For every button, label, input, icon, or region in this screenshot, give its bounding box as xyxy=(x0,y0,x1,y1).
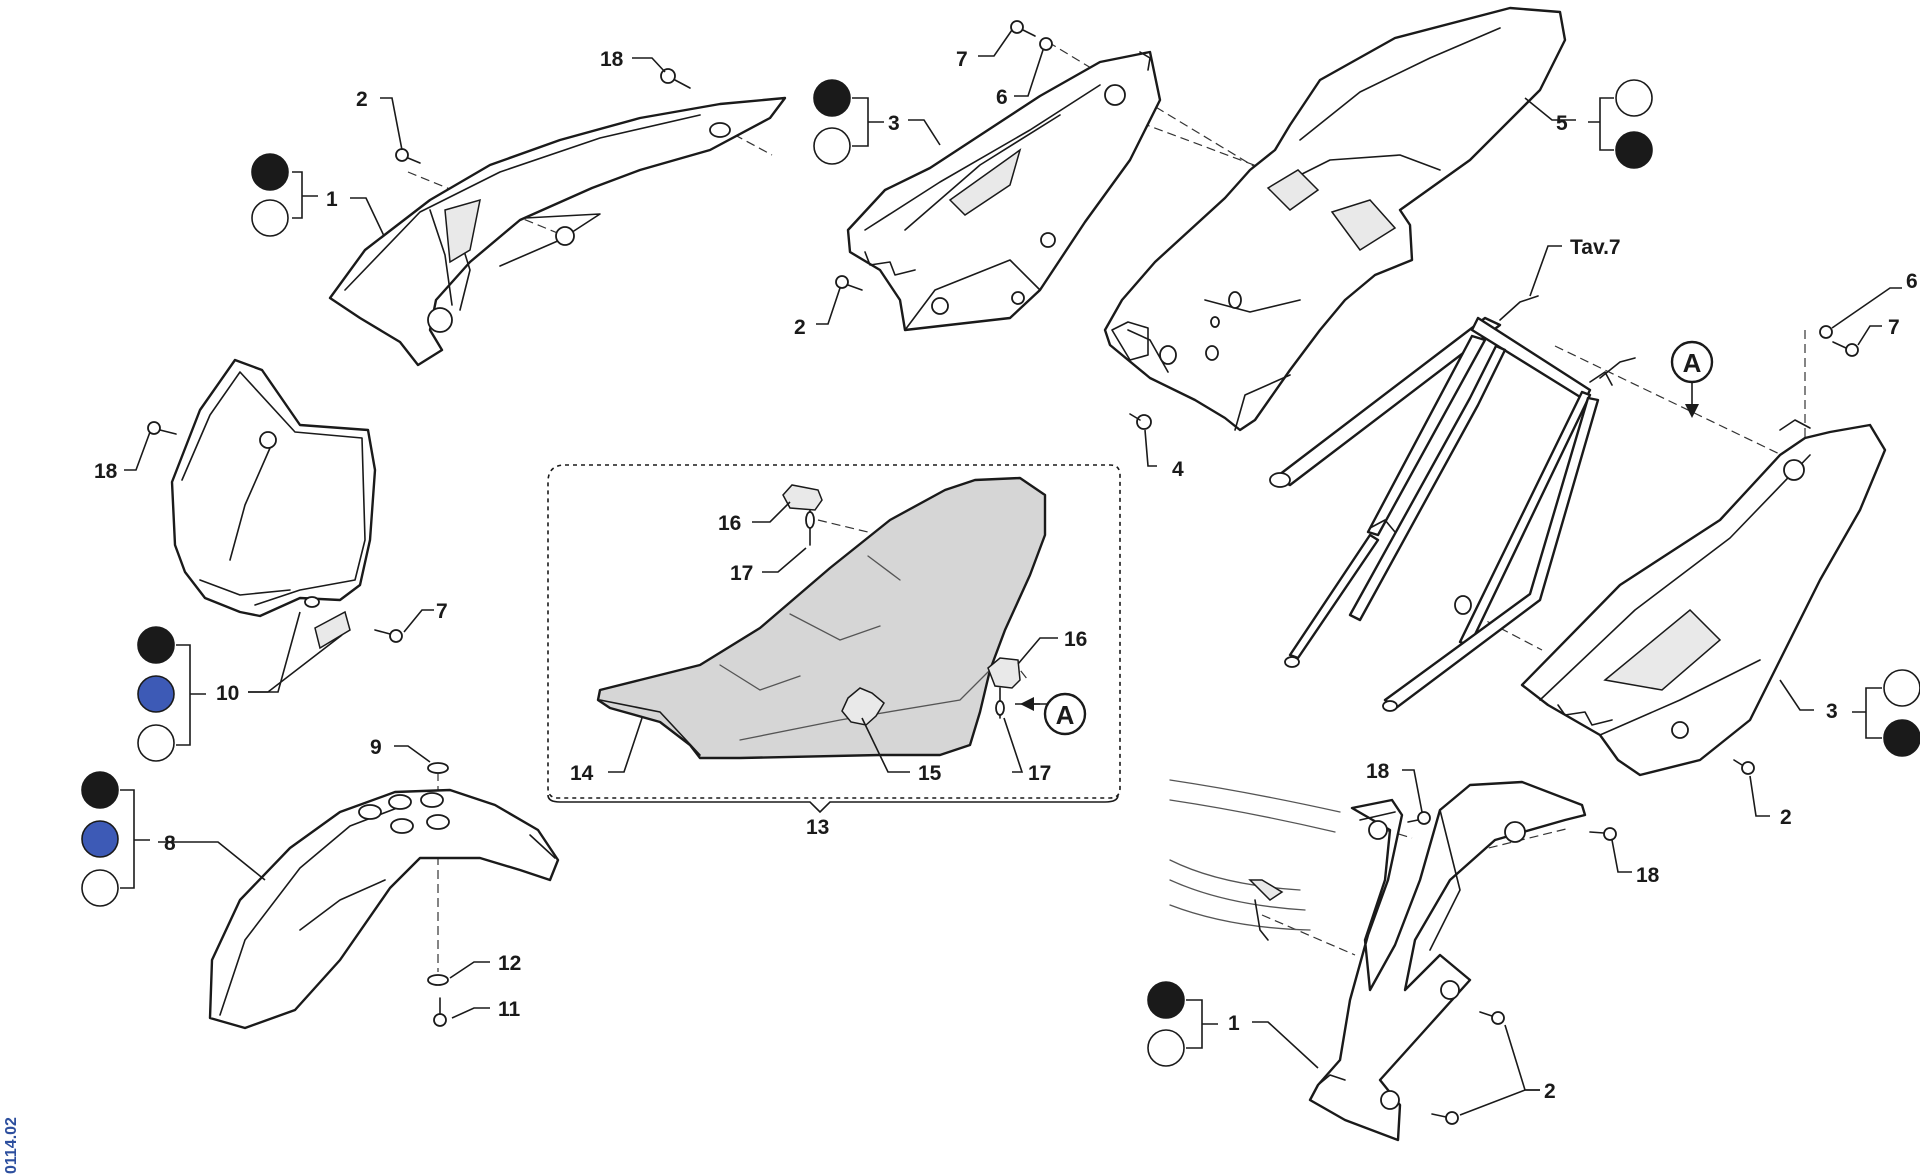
bolt-18-bottom-left xyxy=(1407,811,1431,825)
front-number-plate xyxy=(170,358,377,650)
bolt-7-plate xyxy=(374,629,403,643)
callout-label: 17 xyxy=(1028,762,1051,785)
leader-lines xyxy=(124,29,1902,1116)
callout-label: 6 xyxy=(1906,270,1918,293)
color-options-part8 xyxy=(81,771,150,907)
callout-label: 6 xyxy=(996,86,1008,109)
callout-label: 18 xyxy=(94,460,118,483)
color-swatch xyxy=(137,724,175,762)
callout-label: 3 xyxy=(888,112,900,135)
side-panel-upper-center xyxy=(846,50,1162,332)
fasteners xyxy=(147,20,1859,1125)
callout-label: 7 xyxy=(1888,316,1900,339)
color-swatch xyxy=(251,153,289,191)
side-panel-right xyxy=(1520,419,1887,777)
reference-marker-a-right: A xyxy=(1670,340,1714,384)
callout-label: 7 xyxy=(956,48,968,71)
callout-label: 13 xyxy=(806,816,829,839)
color-swatch xyxy=(137,675,175,713)
callout-label: 12 xyxy=(498,952,521,975)
nut-6-right xyxy=(1819,325,1833,339)
reference-letter: A xyxy=(1683,348,1702,378)
color-swatch xyxy=(1147,981,1185,1019)
color-swatch xyxy=(137,626,175,664)
callout-label: 11 xyxy=(498,998,521,1021)
drawing-code: 0114.02 xyxy=(3,1117,20,1174)
bolt-7-right xyxy=(1832,341,1859,357)
callout-label: Tav.7 xyxy=(1570,236,1621,259)
bolt-7-top xyxy=(1010,20,1036,37)
color-swatch xyxy=(1615,79,1653,117)
callout-label: 3 xyxy=(1826,700,1838,723)
callout-label: 2 xyxy=(794,316,806,339)
color-swatch xyxy=(1615,131,1653,169)
color-swatch xyxy=(813,127,851,165)
callout-label: 7 xyxy=(436,600,448,623)
callout-label: 2 xyxy=(356,88,368,111)
bolt-18-bottom-right xyxy=(1589,827,1617,841)
bolt-4 xyxy=(1129,413,1152,430)
bolt-2-top-left xyxy=(395,148,421,164)
color-swatch xyxy=(81,820,119,858)
washer-9 xyxy=(427,762,449,774)
color-options-part10 xyxy=(137,626,206,762)
bolt-11 xyxy=(433,997,447,1027)
bolt-2-bottom-b xyxy=(1431,1111,1459,1125)
front-fender xyxy=(208,788,560,1030)
washer-12 xyxy=(427,974,449,986)
callout-label: 16 xyxy=(718,512,741,535)
callout-label: 4 xyxy=(1172,458,1184,481)
callout-label: 16 xyxy=(1064,628,1087,651)
color-swatch xyxy=(1883,669,1920,707)
callout-label: 2 xyxy=(1544,1080,1556,1103)
color-swatch xyxy=(81,771,119,809)
color-swatch xyxy=(251,199,289,237)
callout-label: 18 xyxy=(1366,760,1390,783)
nut-6-top xyxy=(1039,37,1053,51)
callout-label: 1 xyxy=(326,188,338,211)
callout-label: 18 xyxy=(600,48,624,71)
bolt-2-bottom-a xyxy=(1479,1011,1505,1025)
callout-label: 2 xyxy=(1780,806,1792,829)
color-swatch xyxy=(1883,719,1920,757)
color-options-part1-bottom xyxy=(1147,981,1218,1067)
callout-label: 9 xyxy=(370,736,382,759)
callout-label: 15 xyxy=(918,762,942,785)
callout-label: 10 xyxy=(216,682,239,705)
rear-fender xyxy=(1103,6,1567,432)
side-cover-lower-right xyxy=(1169,779,1587,1142)
color-swatch xyxy=(1147,1029,1185,1067)
callout-label: 14 xyxy=(570,762,594,785)
color-options-part1-top xyxy=(251,153,318,237)
callout-label: 1 xyxy=(1228,1012,1240,1035)
callout-label: 17 xyxy=(730,562,753,585)
callout-label: 18 xyxy=(1636,864,1660,887)
side-cover-upper-left xyxy=(328,96,787,367)
callout-label: 5 xyxy=(1556,112,1568,135)
callout-label: 8 xyxy=(164,832,176,855)
seat-group xyxy=(547,464,1121,814)
color-options-part5 xyxy=(1588,79,1653,169)
color-swatch xyxy=(81,869,119,907)
bolt-2-right xyxy=(1733,759,1755,775)
seat-group-boundary xyxy=(547,464,1121,799)
bolt-18-top-left xyxy=(660,68,691,89)
callout-labels: 2 18 1 7 6 3 2 5 4 Tav.7 6 7 18 7 10 16 … xyxy=(94,48,1918,1103)
bolt-2-top-mid xyxy=(835,275,863,291)
reference-letter: A xyxy=(1056,700,1075,730)
reference-marker-a-seat: A xyxy=(1043,692,1087,736)
color-options xyxy=(81,79,1920,1067)
bolt-18-plate xyxy=(147,421,177,435)
color-options-part3-right xyxy=(1852,669,1920,757)
color-options-part3-top xyxy=(813,79,884,165)
rear-subframe xyxy=(1269,295,1636,712)
color-swatch xyxy=(813,79,851,117)
